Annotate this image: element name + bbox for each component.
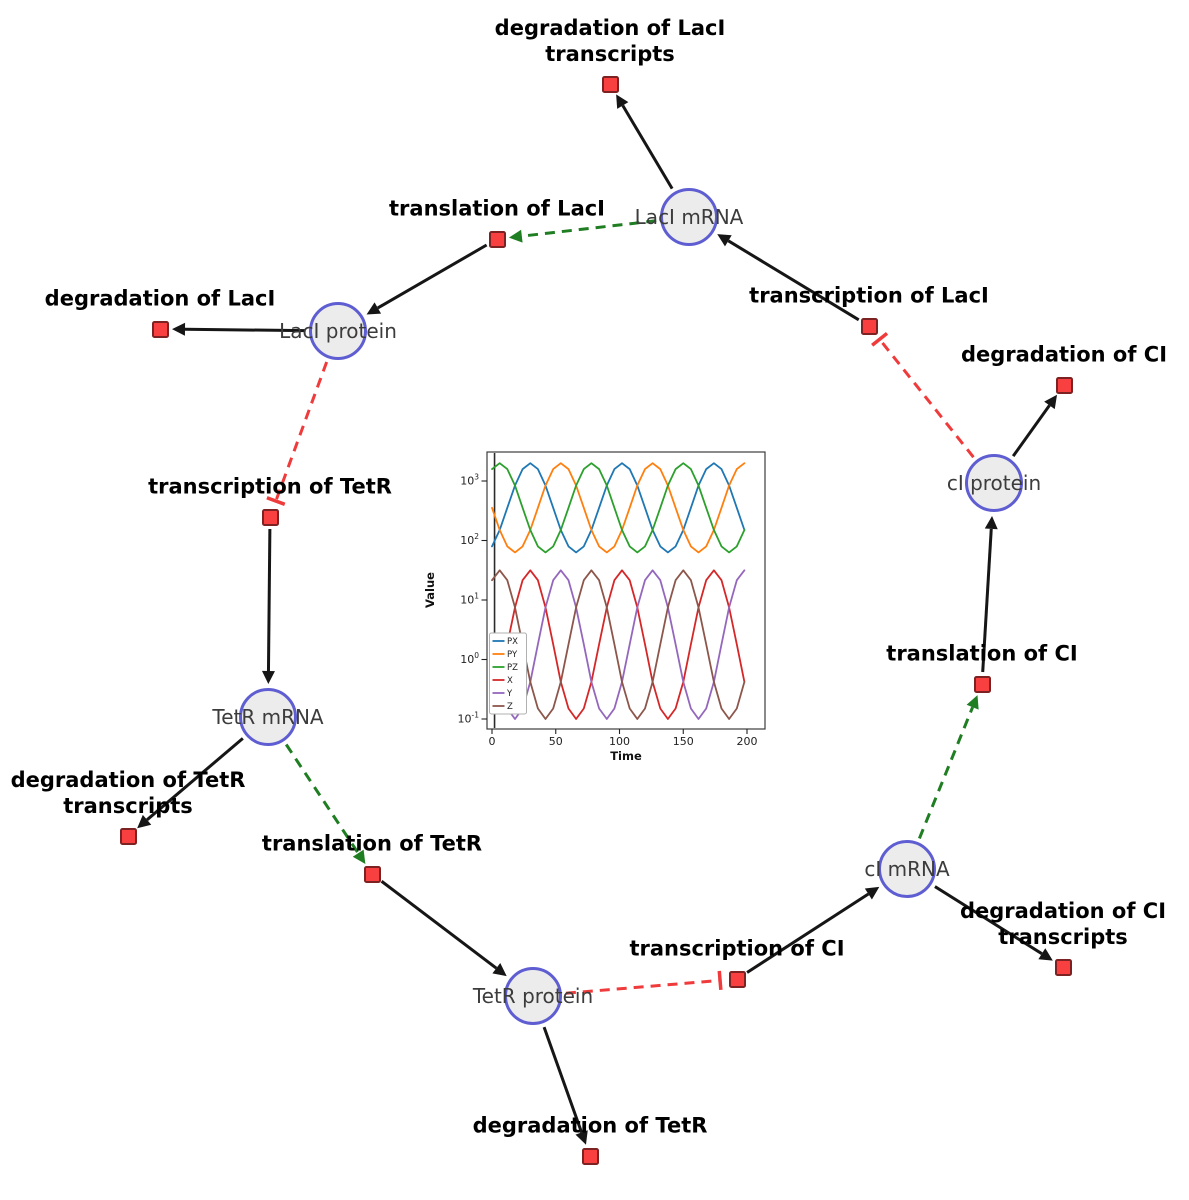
legend-label-px: PX bbox=[507, 637, 518, 647]
inhibition-tbar-icon bbox=[717, 970, 723, 991]
x-tick-label: 0 bbox=[489, 735, 496, 748]
arrowhead-icon bbox=[366, 302, 382, 315]
legend-label-y: Y bbox=[506, 689, 513, 699]
series-line-pz bbox=[491, 462, 746, 554]
y-tick-label: 103 bbox=[460, 473, 479, 488]
arrowhead-icon bbox=[171, 322, 186, 336]
species-label-laci-mrna: LacI mRNA bbox=[634, 205, 744, 229]
species-label-laci-protein: LacI protein bbox=[279, 319, 397, 343]
reaction-node-tx-ci[interactable] bbox=[728, 970, 746, 988]
reaction-label-tx-tetr: transcription of TetR bbox=[148, 474, 392, 499]
reaction-label-deg-ci: degradation of CI bbox=[960, 342, 1168, 367]
edge-tl-tetr-to-tetr-protein[interactable] bbox=[380, 880, 507, 977]
legend-label-x: X bbox=[507, 676, 513, 686]
series-line-px bbox=[491, 462, 746, 554]
reaction-node-tl-laci[interactable] bbox=[488, 230, 506, 248]
reaction-label-deg-laci: degradation of LacI bbox=[44, 286, 276, 311]
y-tick-label: 101 bbox=[460, 592, 479, 607]
y-tick-label: 10-1 bbox=[458, 711, 480, 726]
species-node-laci-mrna[interactable]: LacI mRNA bbox=[635, 188, 743, 246]
y-tick-label: 102 bbox=[460, 532, 479, 547]
legend-label-z: Z bbox=[507, 702, 513, 712]
reaction-label-tx-laci: transcription of LacI bbox=[749, 283, 989, 308]
reaction-label-tl-laci: translation of LacI bbox=[389, 196, 605, 221]
species-label-ci-protein: cI protein bbox=[946, 471, 1042, 495]
reaction-node-tx-laci[interactable] bbox=[860, 317, 878, 335]
arrowhead-icon bbox=[864, 886, 880, 900]
reaction-node-deg-ci-tx[interactable] bbox=[1054, 958, 1072, 976]
x-tick-label: 50 bbox=[549, 735, 563, 748]
series-line-py bbox=[491, 462, 746, 554]
reaction-node-tx-tetr[interactable] bbox=[261, 508, 279, 526]
plot-frame bbox=[486, 451, 766, 730]
legend-label-pz: PZ bbox=[507, 663, 518, 673]
species-label-tetr-protein: TetR protein bbox=[472, 984, 594, 1008]
reaction-label-deg-tetr: degradation of TetR bbox=[472, 1113, 708, 1138]
reaction-node-deg-ci[interactable] bbox=[1055, 376, 1073, 394]
species-node-ci-mrna[interactable]: cI mRNA bbox=[864, 840, 950, 898]
species-node-laci-protein[interactable]: LacI protein bbox=[279, 302, 397, 360]
species-node-ci-protein[interactable]: cI protein bbox=[947, 454, 1041, 512]
species-node-tetr-protein[interactable]: TetR protein bbox=[473, 967, 593, 1025]
inhibition-tbar-icon bbox=[871, 332, 889, 347]
edge-ci-mrna-to-tl-ci[interactable] bbox=[918, 695, 979, 839]
reaction-label-tx-ci: transcription of CI bbox=[629, 936, 845, 961]
reaction-node-deg-tetr-tx[interactable] bbox=[119, 827, 137, 845]
species-node-tetr-mrna[interactable]: TetR mRNA bbox=[212, 688, 324, 746]
arrowhead-icon bbox=[1044, 394, 1058, 410]
y-axis-label: Value bbox=[423, 572, 437, 608]
edge-ci-protein-to-tx-laci[interactable] bbox=[871, 332, 975, 459]
edge-ci-protein-to-deg-ci[interactable] bbox=[1011, 394, 1058, 458]
arrowhead-icon bbox=[261, 670, 275, 685]
edge-tx-tetr-to-tetr-mrna[interactable] bbox=[261, 528, 275, 685]
reaction-label-tl-tetr: translation of TetR bbox=[261, 831, 483, 856]
reaction-node-tl-ci[interactable] bbox=[973, 675, 991, 693]
x-tick-label: 150 bbox=[673, 735, 694, 748]
reaction-node-deg-laci[interactable] bbox=[151, 320, 169, 338]
arrowhead-icon bbox=[616, 94, 629, 109]
arrowhead-icon bbox=[1038, 948, 1053, 961]
x-axis-label: Time bbox=[610, 749, 642, 763]
series-line-y bbox=[491, 569, 746, 720]
x-tick-label: 100 bbox=[609, 735, 630, 748]
reaction-node-deg-tetr[interactable] bbox=[581, 1147, 599, 1165]
species-label-tetr-mrna: TetR mRNA bbox=[212, 705, 324, 729]
legend-label-py: PY bbox=[507, 650, 518, 660]
edge-tl-laci-to-laci-protein[interactable] bbox=[366, 243, 488, 315]
y-tick-label: 100 bbox=[460, 651, 479, 666]
modifier-arrowhead-icon bbox=[966, 695, 979, 710]
arrowhead-icon bbox=[492, 963, 507, 977]
modifier-arrowhead-icon bbox=[508, 229, 523, 243]
edge-laci-mrna-to-deg-laci-tx[interactable] bbox=[616, 94, 674, 190]
reaction-node-deg-laci-tx[interactable] bbox=[601, 75, 619, 93]
reaction-label-tl-ci: translation of CI bbox=[886, 641, 1078, 666]
series-line-z bbox=[491, 569, 746, 720]
x-tick-label: 200 bbox=[737, 735, 758, 748]
arrowhead-icon bbox=[717, 234, 732, 247]
reaction-node-tl-tetr[interactable] bbox=[363, 865, 381, 883]
series-line-x bbox=[491, 569, 746, 720]
arrowhead-icon bbox=[984, 515, 998, 530]
species-label-ci-mrna: cI mRNA bbox=[864, 857, 950, 881]
